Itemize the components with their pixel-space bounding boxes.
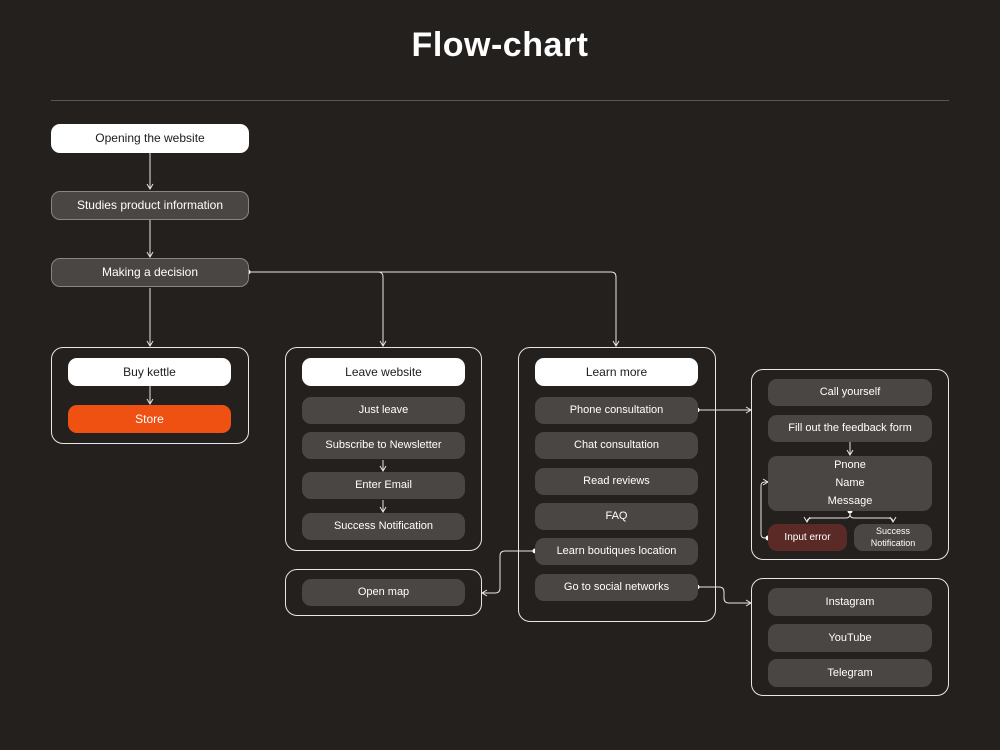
success-line-2: Notification (870, 537, 916, 548)
node-call-yourself[interactable]: Call yourself (768, 379, 932, 406)
node-making-decision[interactable]: Making a decision (51, 258, 249, 287)
node-instagram[interactable]: Instagram (768, 588, 932, 616)
node-open-map[interactable]: Open map (302, 579, 465, 606)
success-line-1: Success (875, 526, 910, 537)
node-social-networks[interactable]: Go to social networks (535, 574, 698, 601)
node-buy-kettle[interactable]: Buy kettle (68, 358, 231, 386)
node-success-notification-form[interactable]: Success Notification (854, 524, 932, 551)
field-name-label: Name (835, 477, 865, 490)
leave-group (285, 347, 482, 551)
node-studies-product-info[interactable]: Studies product information (51, 191, 249, 220)
field-message-label: Message (827, 494, 873, 507)
node-chat-consultation[interactable]: Chat consultation (535, 432, 698, 459)
page-title: Flow-chart (411, 26, 589, 64)
node-subscribe-newsletter[interactable]: Subscribe to Newsletter (302, 432, 465, 459)
field-phone-label: Pnone (834, 459, 866, 472)
node-form-fields[interactable]: Pnone Name Message (768, 456, 932, 511)
node-store[interactable]: Store (68, 405, 231, 433)
buy-group (51, 347, 249, 444)
call-group (751, 369, 949, 560)
node-input-error[interactable]: Input error (768, 524, 847, 551)
node-just-leave[interactable]: Just leave (302, 397, 465, 424)
learn-group (518, 347, 716, 622)
node-opening-website[interactable]: Opening the website (51, 124, 249, 153)
node-boutiques-location[interactable]: Learn boutiques location (535, 538, 698, 565)
node-feedback-form[interactable]: Fill out the feedback form (768, 415, 932, 442)
arrow-decision-to-learn (249, 271, 620, 347)
social-group (751, 578, 949, 696)
node-youtube[interactable]: YouTube (768, 624, 932, 652)
node-learn-more[interactable]: Learn more (535, 358, 698, 386)
title-divider (51, 100, 949, 101)
node-phone-consultation[interactable]: Phone consultation (535, 397, 698, 424)
map-group (285, 569, 482, 616)
node-faq[interactable]: FAQ (535, 503, 698, 530)
arrow-decision-to-leave (249, 271, 387, 347)
node-enter-email[interactable]: Enter Email (302, 472, 465, 499)
node-telegram[interactable]: Telegram (768, 659, 932, 687)
node-leave-website[interactable]: Leave website (302, 358, 465, 386)
node-read-reviews[interactable]: Read reviews (535, 468, 698, 495)
node-success-notification[interactable]: Success Notification (302, 513, 465, 540)
